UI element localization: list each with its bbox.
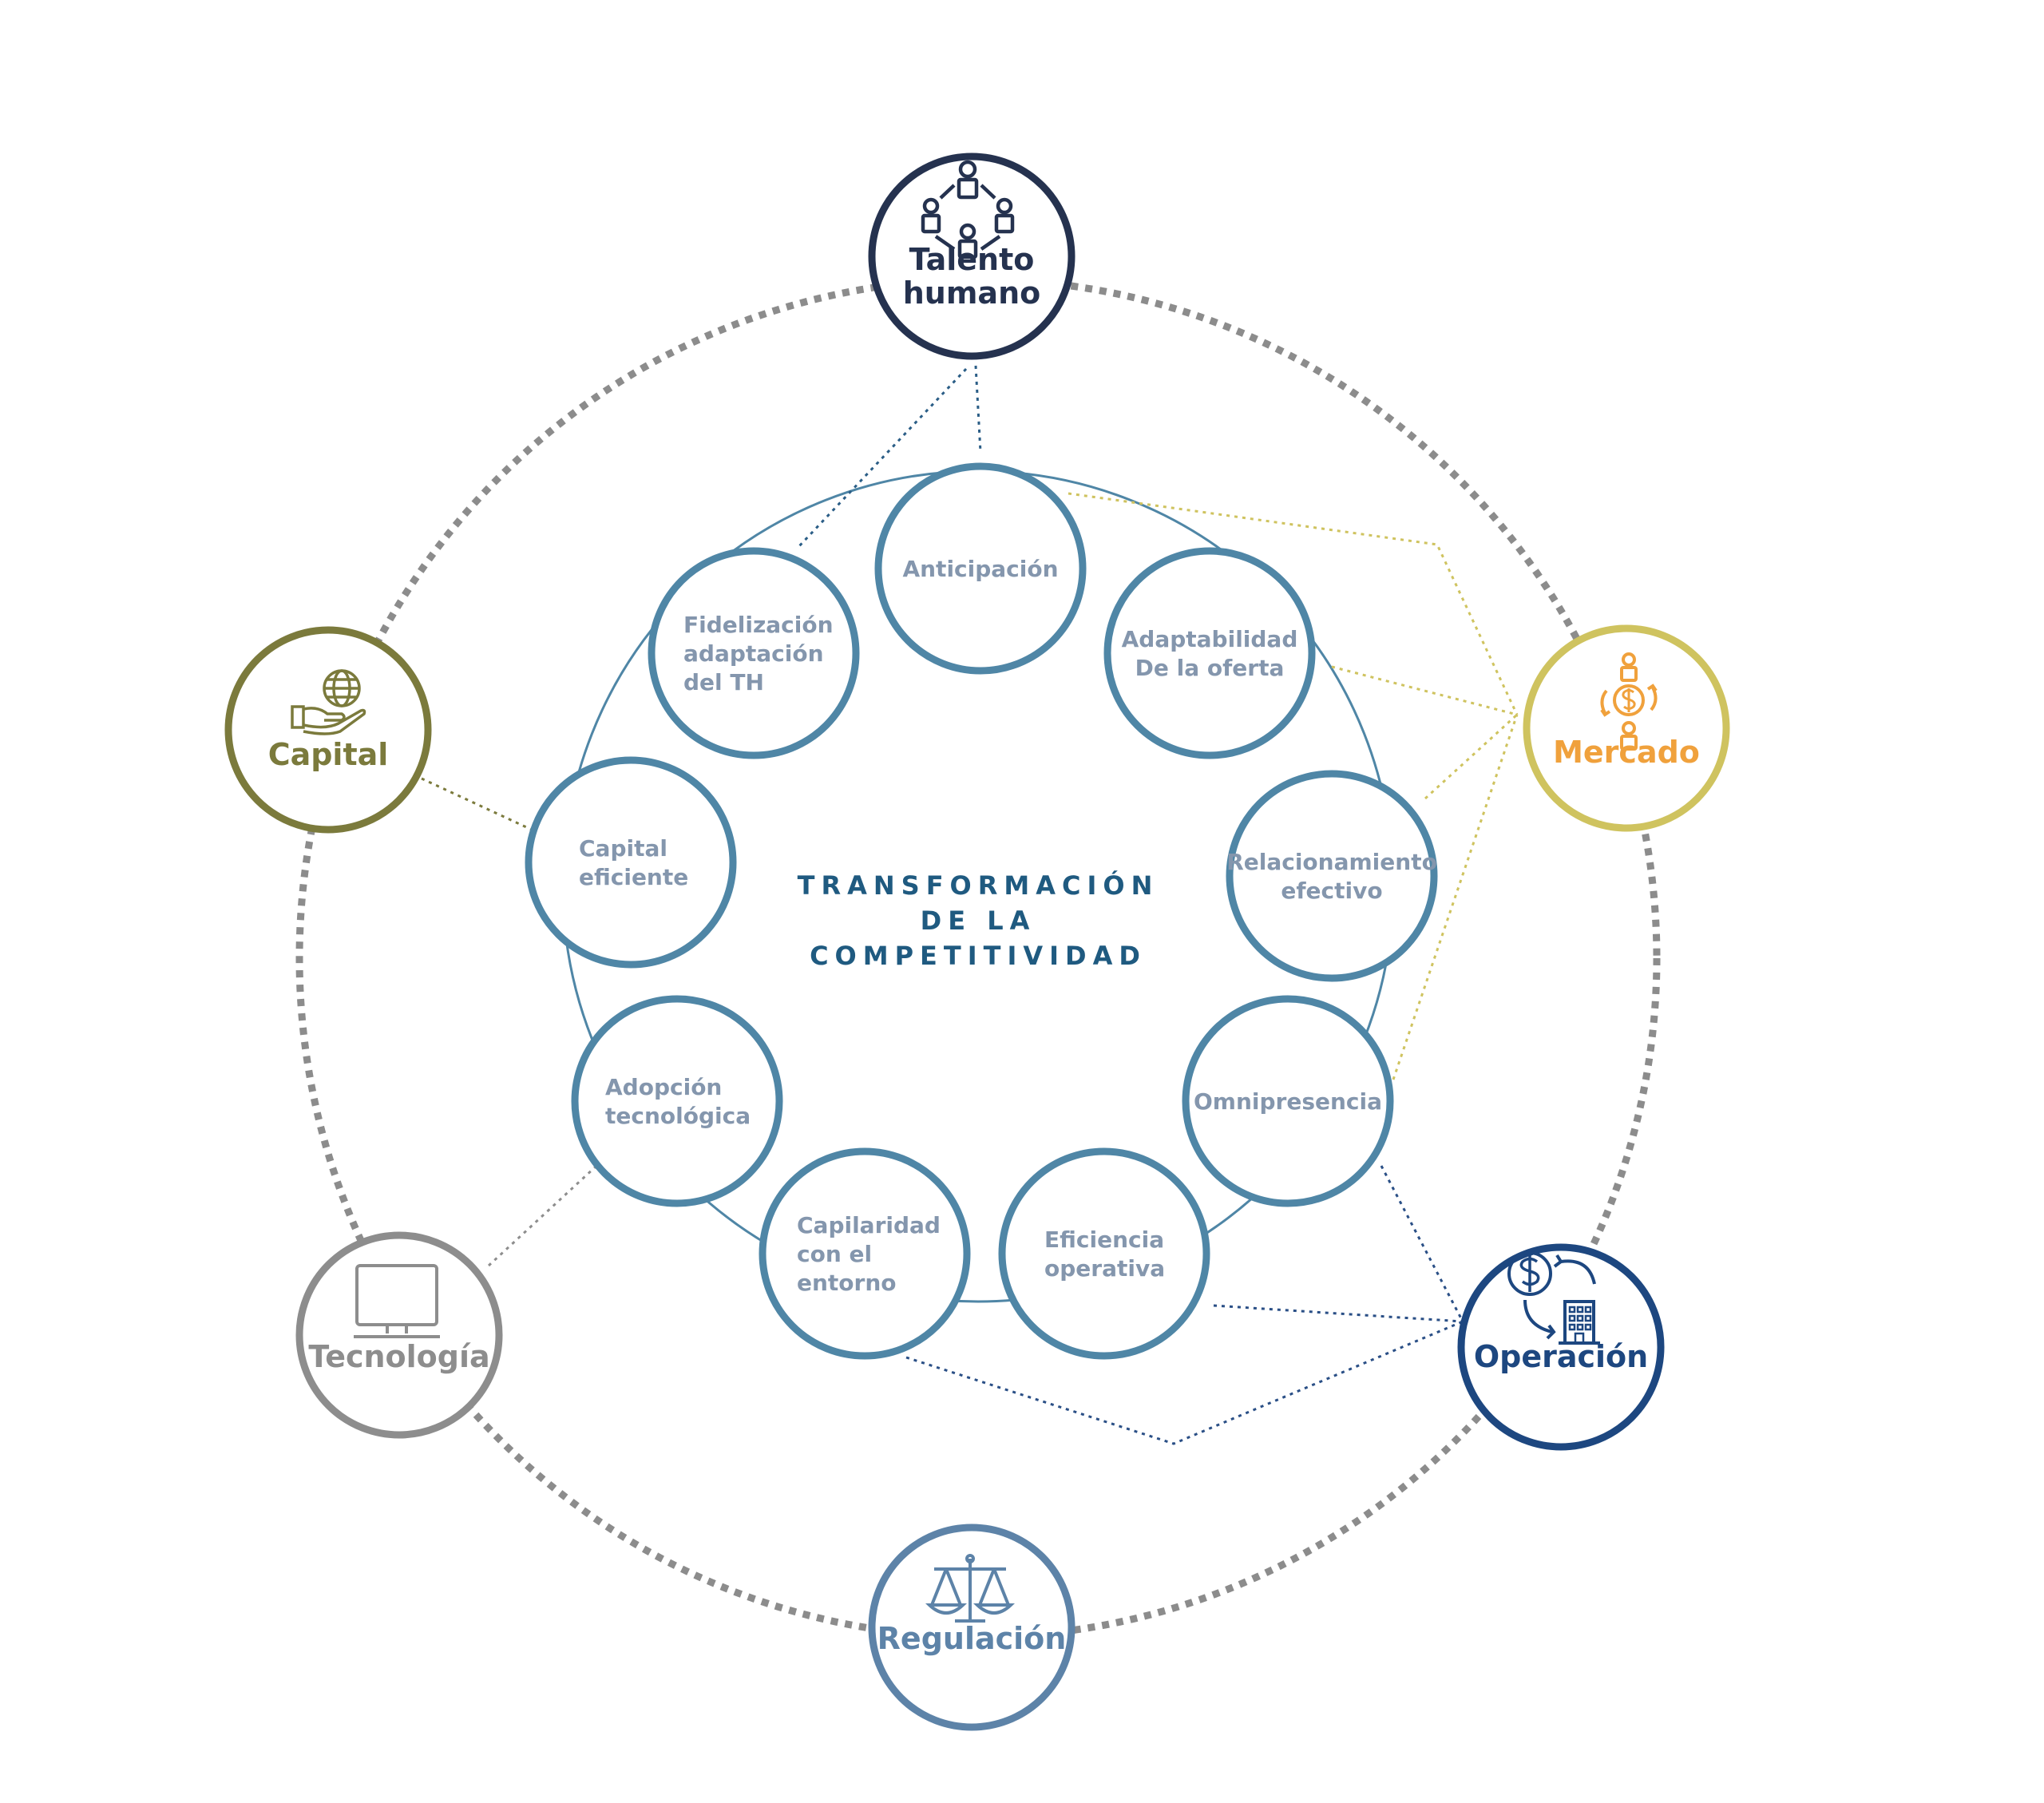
outer-node-label: Regulación bbox=[877, 1621, 1067, 1656]
inner-node-circle bbox=[1103, 547, 1316, 759]
center-title-text: TRANSFORMACIÓN DE LA COMPETITIVIDAD bbox=[798, 870, 1159, 971]
outer-node-label: Capital bbox=[268, 737, 389, 772]
scales-icon bbox=[925, 1554, 1016, 1623]
inner-node-circle bbox=[874, 462, 1087, 675]
inner-node-circle bbox=[648, 547, 860, 759]
operacion-link-omnipresencia bbox=[1380, 1165, 1464, 1322]
label-line: DE LA bbox=[921, 905, 1036, 936]
label-line: Adaptabilidad bbox=[1122, 626, 1298, 652]
inner-node-circle bbox=[1226, 770, 1438, 982]
outer-node-circle bbox=[1523, 624, 1730, 832]
label-line: con el bbox=[797, 1241, 872, 1267]
connector-lines bbox=[421, 365, 1519, 1445]
market-exchange-icon bbox=[1600, 652, 1658, 751]
inner-node-circle bbox=[759, 1147, 971, 1360]
label-line: Regulación bbox=[877, 1621, 1067, 1656]
talento-link-anticipacion bbox=[974, 365, 982, 453]
label-line: Capital bbox=[579, 835, 667, 862]
money-building-icon bbox=[1507, 1251, 1600, 1345]
outer-node-label: Operación bbox=[1474, 1339, 1648, 1374]
mercado-link-anticipacion bbox=[1068, 492, 1519, 715]
label-line: TRANSFORMACIÓN bbox=[798, 870, 1159, 901]
label-line: Mercado bbox=[1553, 735, 1700, 770]
label-line: Eficiencia bbox=[1044, 1226, 1164, 1253]
label-line: Relacionamiento bbox=[1226, 849, 1437, 875]
operacion-link-eficiencia bbox=[1213, 1304, 1464, 1323]
label-line: del TH bbox=[683, 669, 764, 695]
monitor-icon bbox=[354, 1264, 440, 1338]
label-line: Tecnología bbox=[308, 1339, 489, 1374]
inner-node-circle bbox=[525, 756, 737, 969]
label-line: Capital bbox=[268, 737, 389, 772]
inner-node-relacionamiento: Relacionamiento efectivo bbox=[1226, 770, 1438, 982]
capital-link-capital-eficiente bbox=[421, 777, 534, 832]
outer-node-operacion: Operación bbox=[1457, 1243, 1665, 1451]
outer-node-label: Tecnología bbox=[308, 1339, 489, 1374]
label-line: Fidelización bbox=[683, 612, 834, 638]
outer-node-capital: Capital bbox=[224, 626, 432, 834]
talento-link-fidelizacion bbox=[797, 367, 968, 549]
inner-node-label: Adopción tecnológica bbox=[605, 1074, 751, 1129]
tecnologia-link-adopcion bbox=[487, 1166, 596, 1267]
outer-node-circle bbox=[224, 626, 432, 834]
inner-node-omnipresencia: Omnipresencia bbox=[1182, 995, 1394, 1207]
label-line: Omnipresencia bbox=[1194, 1088, 1382, 1115]
label-line: COMPETITIVIDAD bbox=[810, 941, 1147, 971]
inner-node-circle bbox=[998, 1147, 1210, 1360]
label-line: Talento bbox=[909, 242, 1035, 277]
label-line: eficiente bbox=[579, 864, 688, 890]
label-line: operativa bbox=[1044, 1255, 1165, 1282]
inner-node-label: Omnipresencia bbox=[1194, 1088, 1382, 1115]
inner-node-anticipacion: Anticipación bbox=[874, 462, 1087, 675]
label-line: Anticipación bbox=[902, 556, 1058, 582]
outer-node-circle bbox=[868, 1524, 1075, 1731]
inner-node-circle bbox=[571, 995, 783, 1207]
label-line: tecnológica bbox=[605, 1103, 751, 1129]
inner-node-adaptabilidad: Adaptabilidad De la oferta bbox=[1103, 547, 1316, 759]
label-line: humano bbox=[903, 275, 1041, 311]
center-title: TRANSFORMACIÓN DE LA COMPETITIVIDAD bbox=[798, 870, 1159, 971]
mercado-link-omnipresencia bbox=[1392, 714, 1519, 1080]
inner-node-label: Relacionamiento efectivo bbox=[1226, 849, 1437, 904]
outer-node-label: Mercado bbox=[1553, 735, 1700, 770]
label-line: Operación bbox=[1474, 1339, 1648, 1374]
outer-node-mercado: Mercado bbox=[1523, 624, 1730, 832]
inner-node-label: Anticipación bbox=[902, 556, 1058, 582]
mercado-link-relacionamiento bbox=[1424, 713, 1519, 800]
label-line: entorno bbox=[797, 1270, 897, 1296]
inner-node-label: Adaptabilidad De la oferta bbox=[1122, 626, 1298, 681]
inner-node-circle bbox=[1182, 995, 1394, 1207]
operacion-link-capilaridad bbox=[905, 1320, 1464, 1445]
label-line: De la oferta bbox=[1135, 655, 1285, 681]
inner-node-adopcion: Adopción tecnológica bbox=[571, 995, 783, 1207]
label-line: efectivo bbox=[1281, 878, 1382, 904]
inner-node-label: Capilaridad con el entorno bbox=[797, 1212, 941, 1296]
label-line: adaptación bbox=[683, 640, 824, 667]
label-line: Capilaridad bbox=[797, 1212, 941, 1238]
inner-node-capilaridad: Capilaridad con el entorno bbox=[759, 1147, 971, 1360]
hand-globe-icon bbox=[291, 669, 366, 735]
label-line: Adopción bbox=[605, 1074, 722, 1100]
mercado-link-adaptabilidad bbox=[1331, 665, 1518, 716]
outer-node-regulacion: Regulación bbox=[868, 1524, 1075, 1731]
outer-node-circle bbox=[1457, 1243, 1665, 1451]
people-network-icon bbox=[921, 160, 1015, 260]
